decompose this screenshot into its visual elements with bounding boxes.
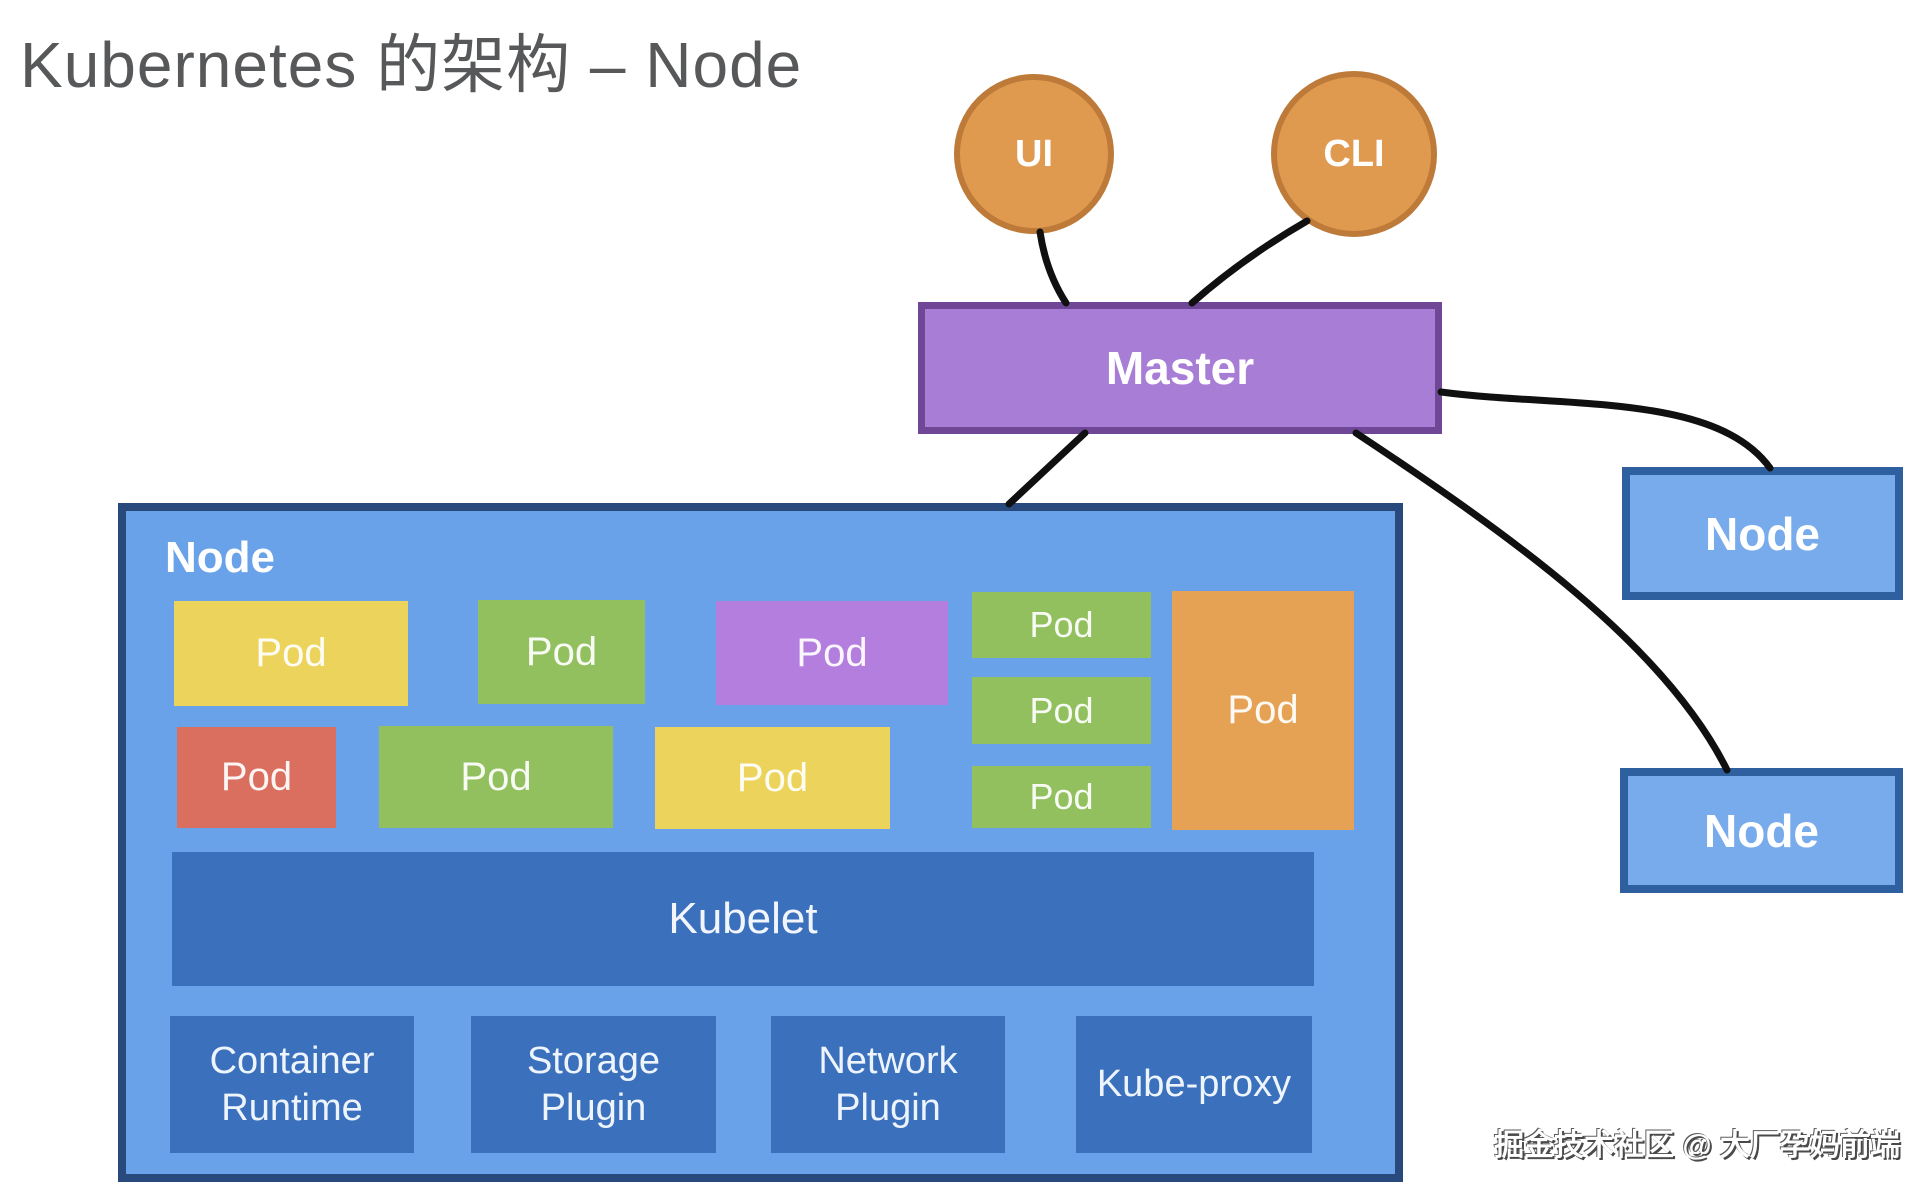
ui-client-circle: UI [954, 74, 1114, 234]
master-box: Master [918, 302, 1442, 434]
connector-cli-master [1188, 217, 1311, 307]
storage-plugin-box: Storage Plugin [471, 1016, 716, 1153]
pod-label: Pod [1029, 604, 1094, 645]
kubelet-bar: Kubelet [172, 852, 1314, 986]
cli-client-circle: CLI [1271, 71, 1437, 237]
pod-box: Pod [972, 677, 1151, 744]
pod-box: Pod [716, 601, 948, 705]
cli-client-label: CLI [1323, 132, 1385, 175]
connector-master-node [1005, 429, 1089, 508]
network-plugin-label: Network Plugin [818, 1040, 958, 1129]
pod-label: Pod [255, 631, 327, 675]
pod-box: Pod [655, 727, 890, 829]
kube-proxy-box: Kube-proxy [1076, 1016, 1312, 1153]
pod-label: Pod [796, 630, 868, 675]
pod-label: Pod [736, 755, 809, 800]
network-plugin-box: Network Plugin [771, 1016, 1005, 1153]
storage-plugin-label: Storage Plugin [526, 1040, 661, 1129]
container-runtime-label: Container Runtime [209, 1040, 375, 1129]
node-right-bottom-label: Node [1704, 804, 1819, 857]
connector-master-node-right-top [1437, 388, 1774, 472]
pod-box: Pod [379, 726, 613, 828]
pod-label: Pod [1029, 689, 1094, 731]
pod-box: Pod [1172, 591, 1354, 830]
master-label: Master [1105, 342, 1255, 394]
node-box: Node Pod Pod Pod Pod Pod Pod Pod Pod Pod… [118, 503, 1403, 1182]
kubelet-label: Kubelet [668, 894, 818, 943]
container-runtime-box: Container Runtime [170, 1016, 414, 1153]
pod-label: Pod [1227, 688, 1299, 732]
pod-label: Pod [525, 629, 598, 674]
page-title: Kubernetes 的架构 – Node [20, 29, 803, 101]
pod-box: Pod [972, 766, 1151, 828]
pod-label: Pod [460, 754, 532, 799]
pod-label: Pod [1029, 776, 1094, 817]
pod-box: Pod [972, 592, 1151, 658]
node-right-top-label: Node [1705, 507, 1820, 560]
node-label: Node [165, 533, 275, 582]
node-box-right-bottom: Node [1620, 768, 1903, 893]
connector-ui-master [1036, 228, 1070, 307]
pod-box: Pod [478, 600, 645, 704]
kube-proxy-label: Kube-proxy [1096, 1063, 1292, 1106]
ui-client-label: UI [1015, 132, 1053, 175]
node-box-right-top: Node [1622, 467, 1903, 600]
watermark-text: 掘金技术社区 @ 大厂孕妈前端 [1494, 1129, 1900, 1162]
pod-box: Pod [177, 727, 336, 828]
pod-box: Pod [174, 601, 408, 706]
pod-label: Pod [220, 755, 293, 799]
